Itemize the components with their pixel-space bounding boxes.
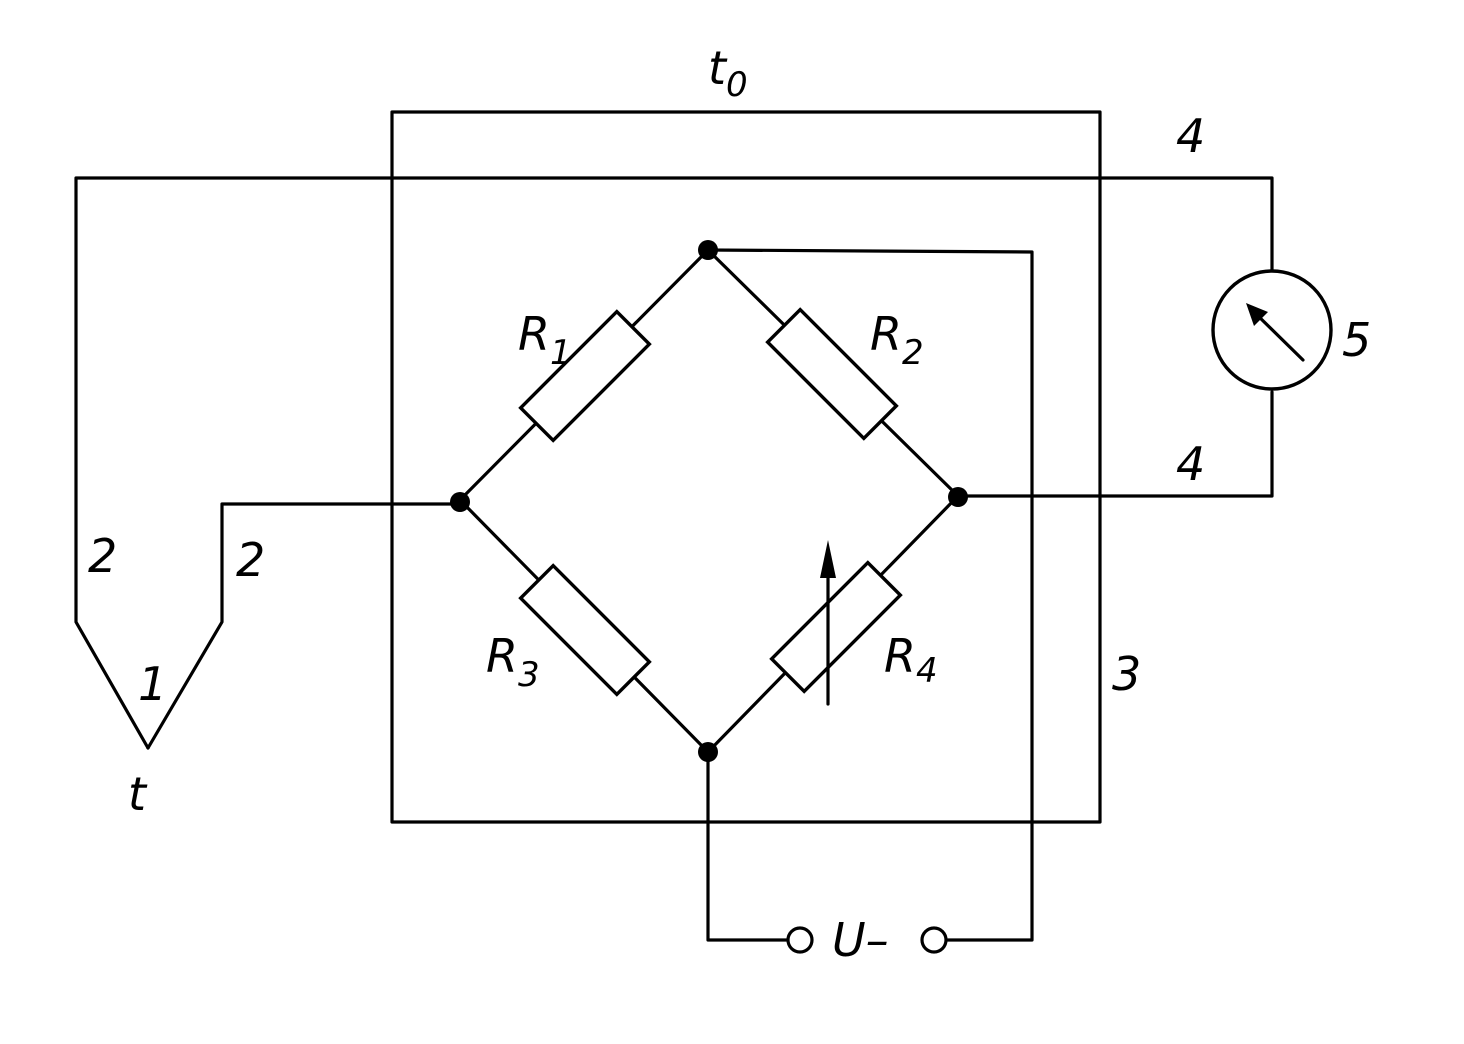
supply-wire-left — [706, 750, 790, 942]
thermocouple-lead-inner — [146, 502, 462, 750]
label-lead-2-left: 2 — [88, 529, 117, 583]
bridge-node-bottom — [698, 742, 718, 762]
label-lead-2-right: 2 — [236, 533, 265, 587]
enclosure-wire-3 — [390, 110, 1102, 824]
label-wire-4-top: 4 — [1176, 109, 1205, 163]
supply-wire-right — [706, 248, 1034, 942]
label-r4: R4 — [884, 629, 938, 691]
label-wire-3: 3 — [1112, 647, 1141, 701]
label-t-hot: t — [128, 767, 148, 821]
meter-lead-lower — [956, 390, 1274, 498]
resistor-r2 — [765, 307, 899, 441]
bridge-node-right — [948, 487, 968, 507]
bridge-node-top — [698, 240, 718, 260]
label-junction-1: 1 — [138, 657, 167, 711]
bridge-node-left — [450, 492, 470, 512]
supply-terminal-right — [920, 926, 948, 954]
label-t0: t0 — [708, 41, 748, 105]
resistor-r4 — [769, 560, 903, 694]
label-wire-4-bottom: 4 — [1176, 437, 1205, 491]
label-meter-5: 5 — [1342, 313, 1371, 367]
label-r2: R2 — [870, 307, 924, 373]
thermocouple-lead-outer — [74, 176, 1274, 750]
resistor-r3 — [518, 563, 652, 697]
label-supply-u: U– — [832, 913, 889, 967]
galvanometer — [1211, 269, 1333, 391]
variable-resistor-arrow — [820, 540, 836, 706]
label-r3: R3 — [486, 629, 540, 695]
label-r1: R1 — [518, 307, 572, 373]
resistor-r1 — [518, 309, 652, 443]
supply-terminal-left — [786, 926, 814, 954]
